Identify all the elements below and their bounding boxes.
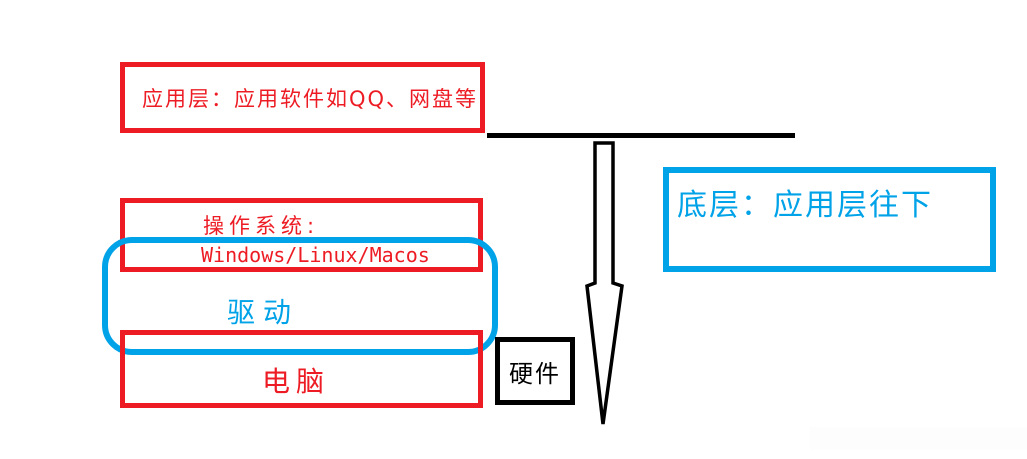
application-layer-box: 应用层：应用软件如QQ、网盘等 — [120, 62, 485, 133]
computer-box: 电脑 — [120, 330, 483, 408]
driver-label: 驱动 — [227, 296, 300, 329]
computer-label: 电脑 — [262, 365, 331, 398]
hardware-label: 硬件 — [509, 359, 561, 388]
connector-line — [487, 133, 795, 138]
hardware-box: 硬件 — [495, 337, 575, 405]
os-title-label: 操作系统: — [203, 214, 320, 238]
canvas-edge-artifact — [810, 427, 1027, 450]
bottom-layer-note-label: 底层：应用层往下 — [677, 188, 933, 223]
down-arrow-icon — [585, 141, 624, 425]
os-box: 操作系统: Windows/Linux/Macos — [120, 198, 483, 272]
application-layer-label: 应用层：应用软件如QQ、网盘等 — [142, 86, 479, 111]
bottom-layer-note-box: 底层：应用层往下 — [663, 167, 996, 272]
os-subtitle-label: Windows/Linux/Macos — [201, 243, 430, 267]
driver-box: 驱动 — [102, 237, 498, 355]
